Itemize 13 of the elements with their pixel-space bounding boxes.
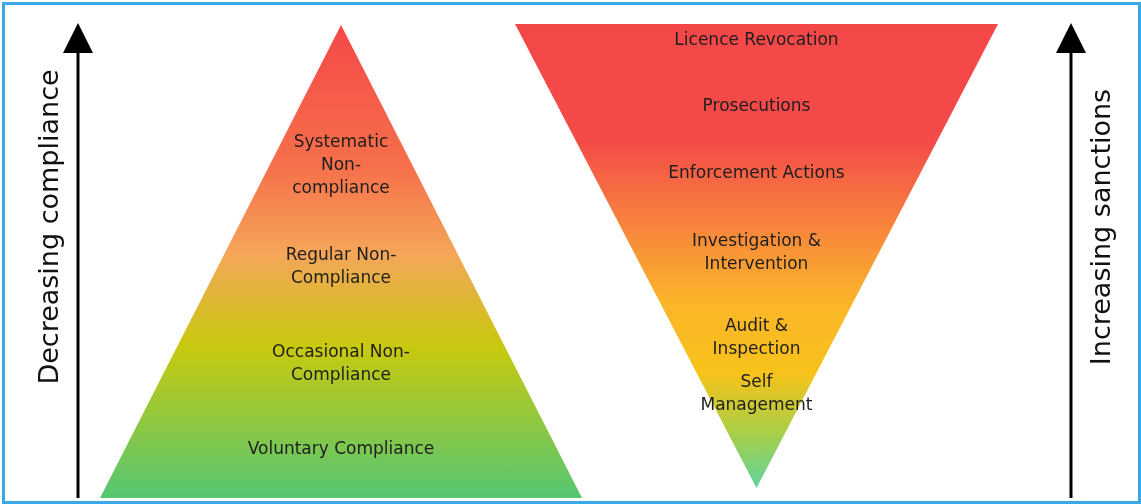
- tier-label: Enforcement Actions: [667, 161, 846, 184]
- axis-label: Decreasing compliance: [32, 69, 64, 385]
- tier-label: Licence Revocation: [673, 28, 840, 51]
- inverted-pyramid: [515, 24, 998, 488]
- axis-label: Increasing sanctions: [1084, 88, 1116, 366]
- tier-label: Audit & Inspection: [711, 314, 802, 360]
- tier-label: Voluntary Compliance: [246, 437, 436, 460]
- tier-label: Occasional Non-Compliance: [271, 340, 411, 386]
- tier-label: Systematic Non-compliance: [291, 130, 391, 199]
- tier-label: Investigation & Intervention: [691, 229, 822, 275]
- tier-label: Prosecutions: [701, 94, 812, 117]
- pyramid: [100, 25, 582, 498]
- tier-label: Regular Non-Compliance: [284, 243, 398, 289]
